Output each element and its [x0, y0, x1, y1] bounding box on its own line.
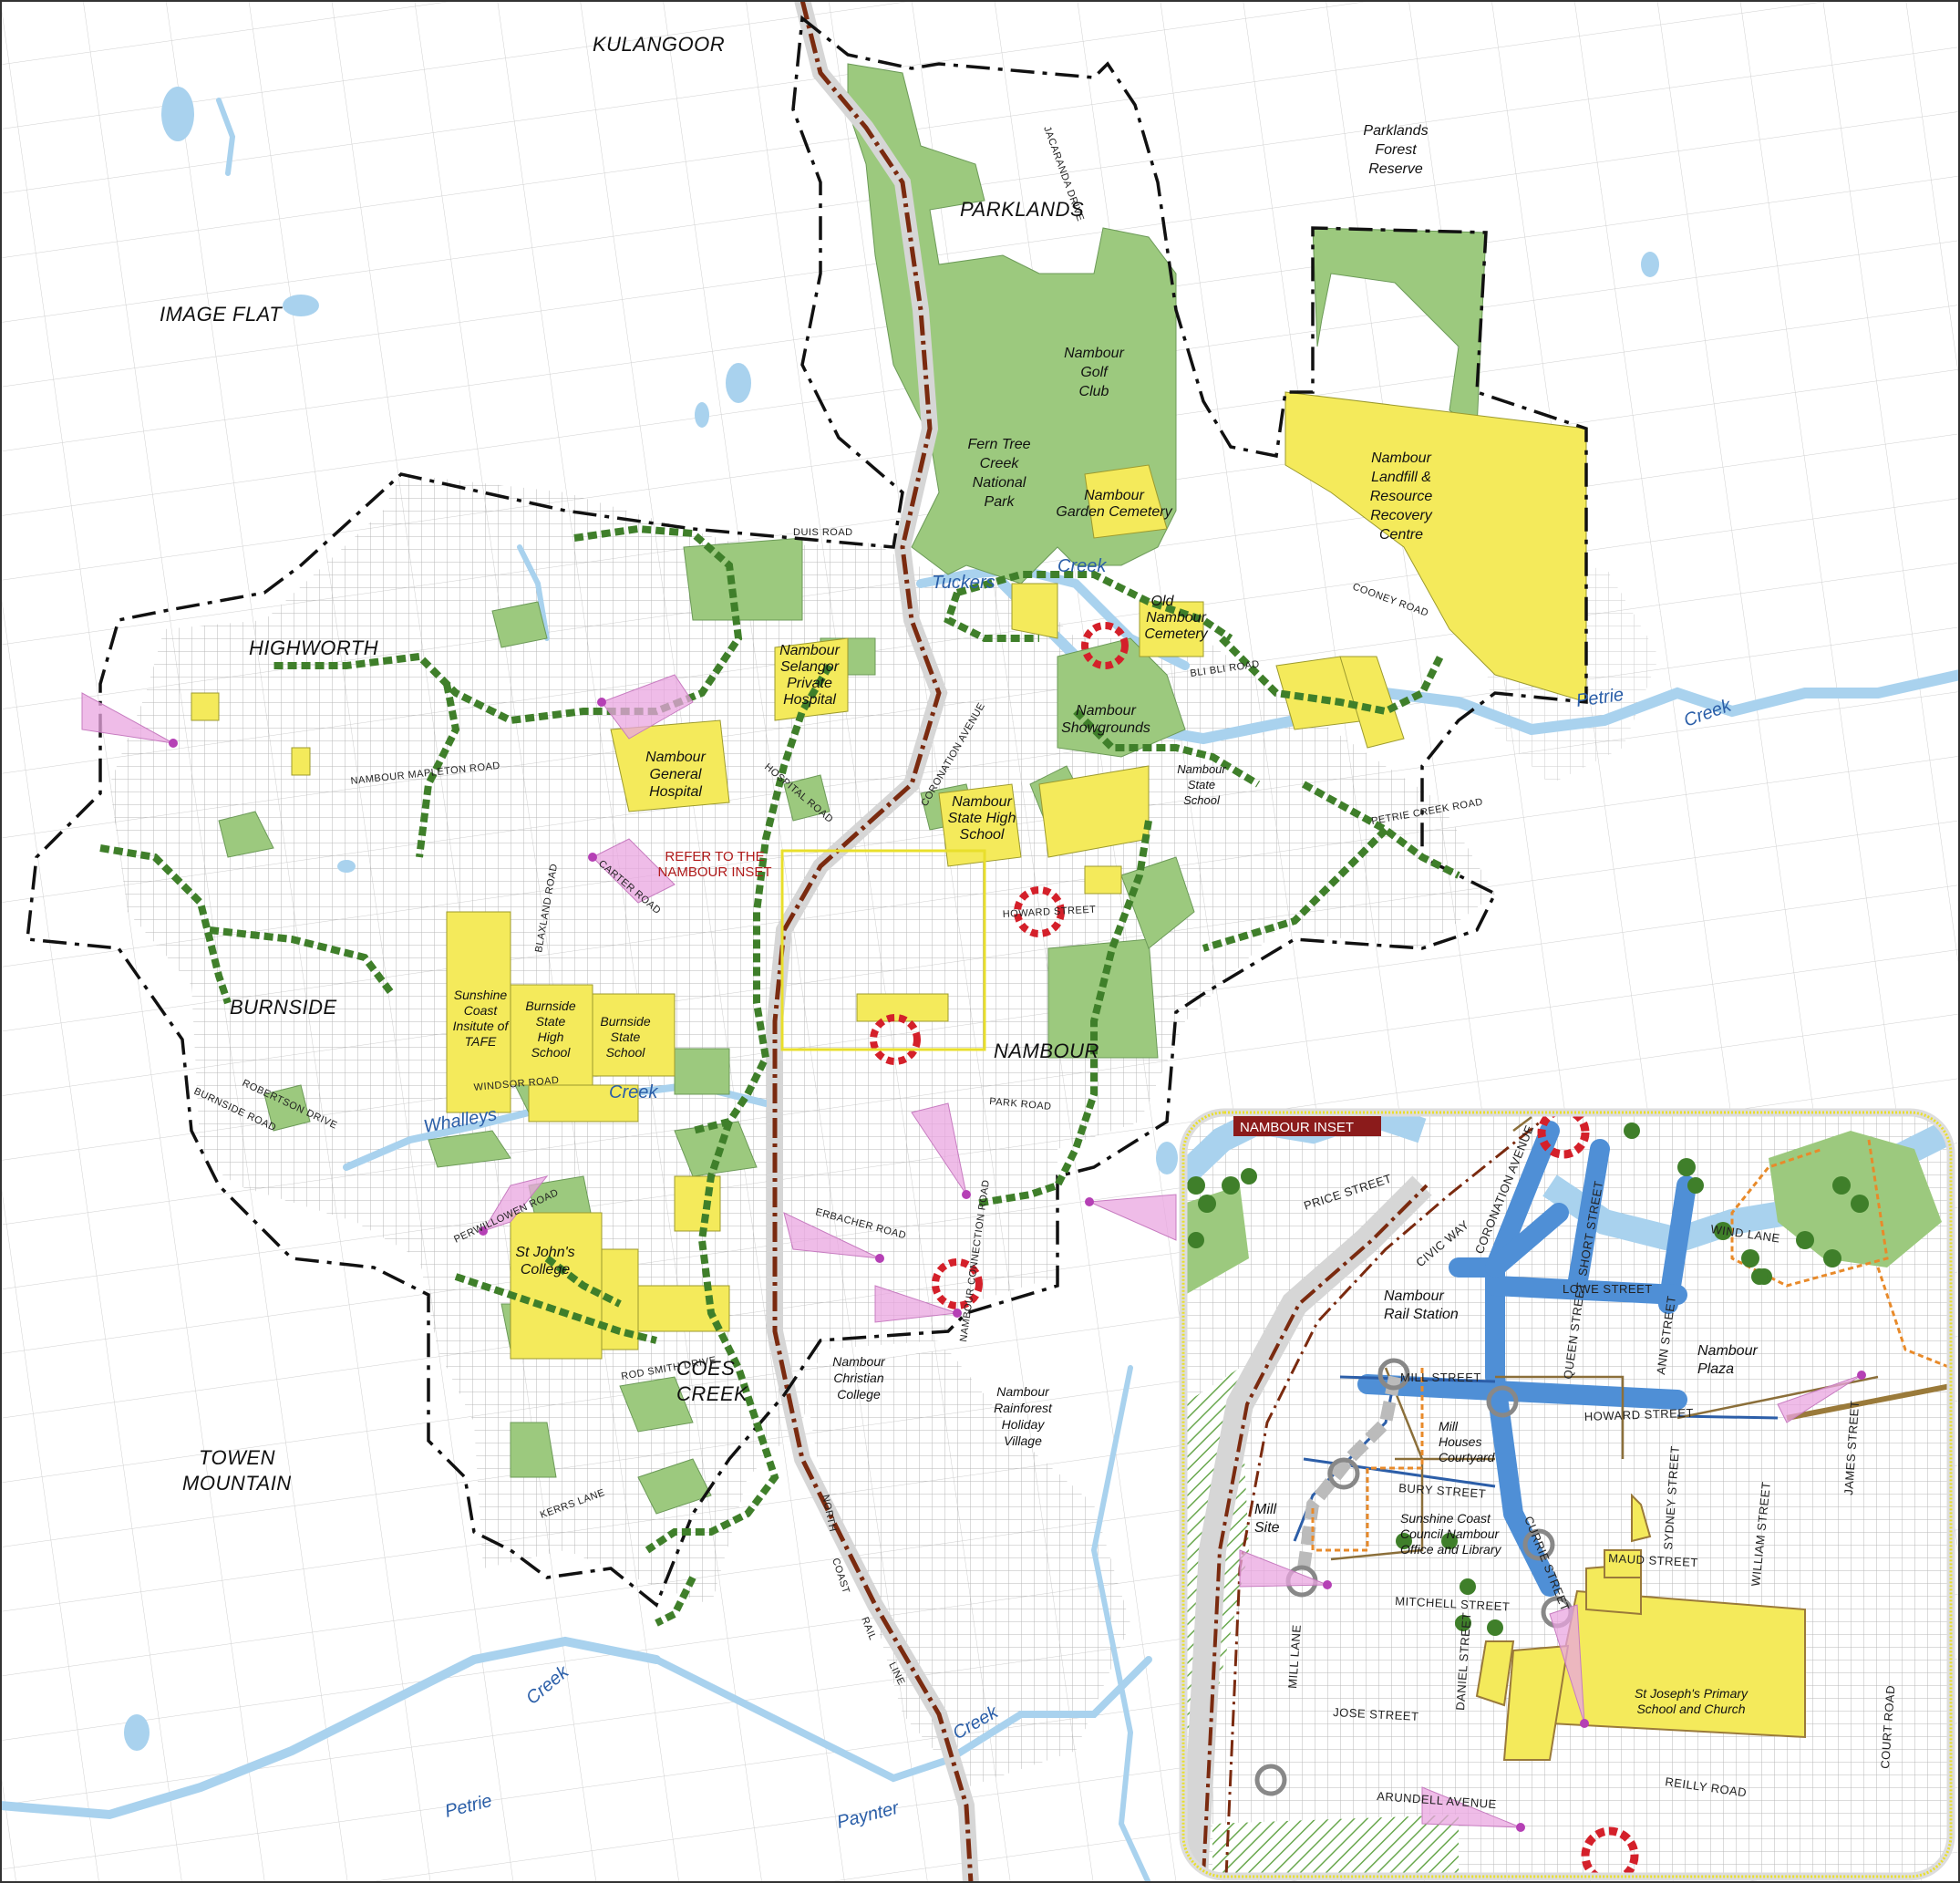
- burnside-state: [592, 993, 676, 1077]
- svg-text:COURT ROAD: COURT ROAD: [1878, 1684, 1897, 1769]
- tafe-site: [446, 911, 511, 1113]
- state-high-school: [938, 783, 1022, 867]
- svg-text:HOWARD STREET: HOWARD STREET: [1003, 905, 1097, 920]
- locality-image-flat: IMAGE FLAT: [160, 303, 283, 326]
- svg-text:BURY STREET: BURY STREET: [1398, 1481, 1487, 1501]
- view-cones: [81, 674, 1177, 1323]
- gateway-howard: [1014, 886, 1065, 937]
- locality-coes-creek-1: COES: [676, 1357, 735, 1380]
- locality-coes-creek-2: CREEK: [676, 1382, 748, 1405]
- locality-burnside: BURNSIDE: [230, 996, 337, 1019]
- general-hospital: [610, 719, 730, 812]
- view-points: [169, 698, 1094, 1318]
- svg-text:JAMES STREET: JAMES STREET: [1841, 1400, 1862, 1495]
- locality-labels: KULANGOOR PARKLANDS IMAGE FLAT HIGHWORTH…: [160, 33, 1099, 1495]
- paynter-creek: [653, 1656, 1152, 1783]
- locality-highworth: HIGHWORTH: [249, 636, 378, 659]
- svg-text:PARK ROAD: PARK ROAD: [989, 1096, 1052, 1112]
- selangor-hospital: [774, 637, 849, 721]
- label-forest-reserve-3: Reserve: [1368, 161, 1423, 177]
- petrie-creek-west: [0, 1636, 661, 1820]
- gateways: [870, 622, 1129, 1309]
- study-area-boundary: [26, 15, 1588, 1608]
- gateway-south: [932, 1258, 983, 1309]
- label-tuckers-creek: Creek: [1057, 556, 1107, 576]
- svg-text:MILL STREET: MILL STREET: [1400, 1371, 1481, 1384]
- garden-cemetery: [1084, 464, 1168, 539]
- svg-text:MITCHELL STREET: MITCHELL STREET: [1395, 1594, 1511, 1614]
- inset-gateway-north: [1537, 1112, 1590, 1159]
- label-whalleys-creek: Creek: [609, 1082, 658, 1102]
- label-forest-reserve-2: Forest: [1375, 142, 1417, 158]
- label-tuckers: Tuckers: [932, 573, 995, 593]
- svg-text:MAUD STREET: MAUD STREET: [1608, 1551, 1698, 1569]
- inset-trees: [1187, 1123, 1869, 1636]
- svg-text:DUIS ROAD: DUIS ROAD: [793, 527, 853, 538]
- gateway-north: [1081, 622, 1129, 669]
- svg-text:HOWARD STREET: HOWARD STREET: [1584, 1406, 1695, 1423]
- svg-text:LOWE STREET: LOWE STREET: [1563, 1282, 1653, 1296]
- locality-towen-mountain-1: TOWEN: [199, 1446, 275, 1469]
- railway: [767, 0, 979, 1883]
- inset-title: NAMBOUR INSET: [1240, 1120, 1354, 1135]
- inset-gateway-south: [1581, 1826, 1639, 1877]
- inset-title-bg: [1233, 1116, 1381, 1136]
- locality-nambour: NAMBOUR: [994, 1040, 1099, 1062]
- locality-parklands: PARKLANDS: [960, 198, 1084, 221]
- nambour-inset: NAMBOUR INSET PRICE STREET CORONATION AV…: [1179, 1108, 1955, 1881]
- label-forest-reserve-1: Parklands: [1363, 123, 1428, 139]
- locality-towen-mountain-2: MOUNTAIN: [182, 1472, 292, 1495]
- fern-tree-creek-national-park: [847, 63, 1177, 585]
- st-johns-college: [510, 1212, 603, 1360]
- inset-locator-box[interactable]: [780, 849, 986, 1051]
- waterbodies: [124, 87, 1659, 1751]
- svg-text:JOSE STREET: JOSE STREET: [1333, 1705, 1419, 1723]
- open-space: [218, 63, 1487, 1515]
- svg-text:MILL LANE: MILL LANE: [1285, 1624, 1304, 1689]
- locality-kulangoor: KULANGOOR: [593, 33, 725, 56]
- gateway-centre: [870, 1014, 921, 1065]
